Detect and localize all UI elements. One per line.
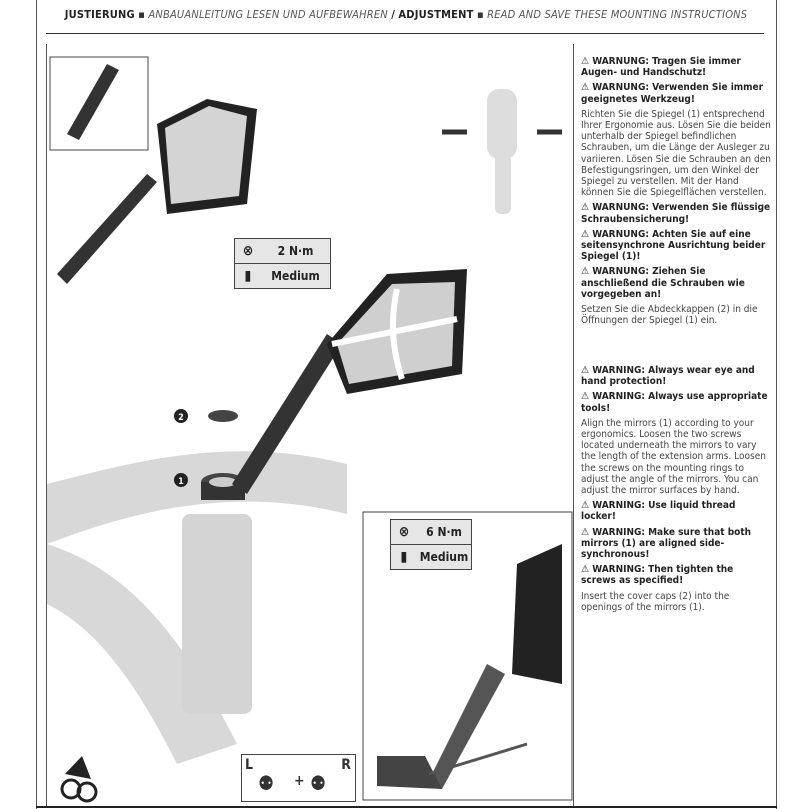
locker-strength: Medium <box>419 550 469 564</box>
english-instructions: ⚠ WARNING: Always wear eye and hand prot… <box>581 365 771 617</box>
instructions-body: Align the mirrors (1) according to your … <box>581 417 766 497</box>
german-instructions: ⚠ WARNUNG: Tragen Sie immer Augen- und H… <box>581 56 771 330</box>
warning-icon: ⚠ <box>581 266 590 278</box>
handlebar <box>47 451 347 544</box>
both-sides-icon: L + R ⚉ ⚉ <box>241 754 356 802</box>
page-border-bottom <box>36 806 777 808</box>
warning-icon: ⚠ <box>581 564 590 576</box>
subtitle-de: ANBAUANLEITUNG LESEN UND AUFBEWAHREN <box>148 8 388 21</box>
header-separator: / <box>391 8 396 21</box>
torque-wrench-icon: ⊗ <box>242 243 254 259</box>
adjust-arrows-icon <box>331 288 458 380</box>
warning-icon: ⚠ <box>581 202 590 214</box>
warning: ⚠ WARNING: Use liquid thread locker! <box>581 500 736 523</box>
warning-icon: ⚠ <box>581 82 590 94</box>
warning: ⚠ WARNING: Then tighten the screws as sp… <box>581 564 734 587</box>
warning-icon: ⚠ <box>581 228 590 240</box>
warning-icon: ⚠ <box>581 391 590 403</box>
callout-2-label: 2 <box>178 413 184 423</box>
clamp-body <box>182 514 252 714</box>
motorbike-top-view <box>487 89 517 159</box>
bike-right-icon: ⚉ <box>310 771 327 795</box>
extension-arm <box>232 334 342 494</box>
instructions-body: Richten Sie die Spiegel (1) entsprechend… <box>581 108 771 199</box>
locker-strength: Medium <box>271 269 320 283</box>
page-header: JUSTIERUNG ▪ ANBAUANLEITUNG LESEN UND AU… <box>64 8 748 21</box>
right-label: R <box>341 757 351 773</box>
thread-locker-icon: ▮ <box>400 549 408 565</box>
bike-left-icon: ⚉ <box>258 771 275 795</box>
warning: ⚠ WARNING: Always wear eye and hand prot… <box>581 365 755 388</box>
cover-cap <box>208 410 238 422</box>
warning-icon: ⚠ <box>581 365 590 376</box>
warning-icon: ⚠ <box>581 500 590 512</box>
warning: ⚠ WARNUNG: Verwenden Sie flüssige Schrau… <box>581 202 771 225</box>
warning: ⚠ WARNUNG: Tragen Sie immer Augen- und H… <box>581 56 741 79</box>
left-label: L <box>245 757 254 773</box>
torque-box-arm: ⊗ 2 N·m ▮ Medium <box>234 238 331 289</box>
warning-icon: ⚠ <box>581 56 590 67</box>
warning: ⚠ WARNUNG: Verwenden Sie immer geeignete… <box>581 82 764 105</box>
warning: ⚠ WARNUNG: Achten Sie auf eine seitensyn… <box>581 228 766 263</box>
torque-wrench-icon: ⊗ <box>398 524 410 540</box>
plus-label: + <box>294 773 305 789</box>
callout-2-marker <box>174 409 188 423</box>
instructions-closing: Insert the cover caps (2) into the openi… <box>581 590 730 613</box>
callout-1-label: 1 <box>178 477 184 487</box>
mounting-illustration: 2 1 ⊗ 2 N·m ▮ Medium ⊗ 6 N·m ▮ Medium L <box>46 44 574 806</box>
mirror-adjustment-drawing: 2 1 <box>47 56 573 803</box>
warning-icon: ⚠ <box>581 526 590 538</box>
title-en: ADJUSTMENT <box>398 8 474 21</box>
motorbike-rider-icon <box>60 756 98 803</box>
page-border-left <box>36 0 37 809</box>
thread-locker-icon: ▮ <box>244 268 252 284</box>
arm-angle-detail <box>427 664 505 789</box>
subtitle-en: READ AND SAVE THESE MOUNTING INSTRUCTION… <box>487 8 748 21</box>
page-border-right <box>776 0 777 809</box>
torque-value: 2 N·m <box>277 244 314 258</box>
torque-box-ring: ⊗ 6 N·m ▮ Medium <box>390 519 472 570</box>
title-de: JUSTIERUNG <box>64 8 135 21</box>
warning: ⚠ WARNUNG: Ziehen Sie anschließend die S… <box>581 266 745 300</box>
warning: ⚠ WARNING: Always use appropriate tools! <box>581 391 768 414</box>
torque-value: 6 N·m <box>426 525 462 539</box>
instructions-closing: Setzen Sie die Abdeckkappen (2) in die Ö… <box>581 304 758 327</box>
warning: ⚠ WARNING: Make sure that both mirrors (… <box>581 526 752 561</box>
callout-1-marker <box>174 473 188 487</box>
header-rule <box>46 33 764 34</box>
arm-upper <box>57 174 157 284</box>
